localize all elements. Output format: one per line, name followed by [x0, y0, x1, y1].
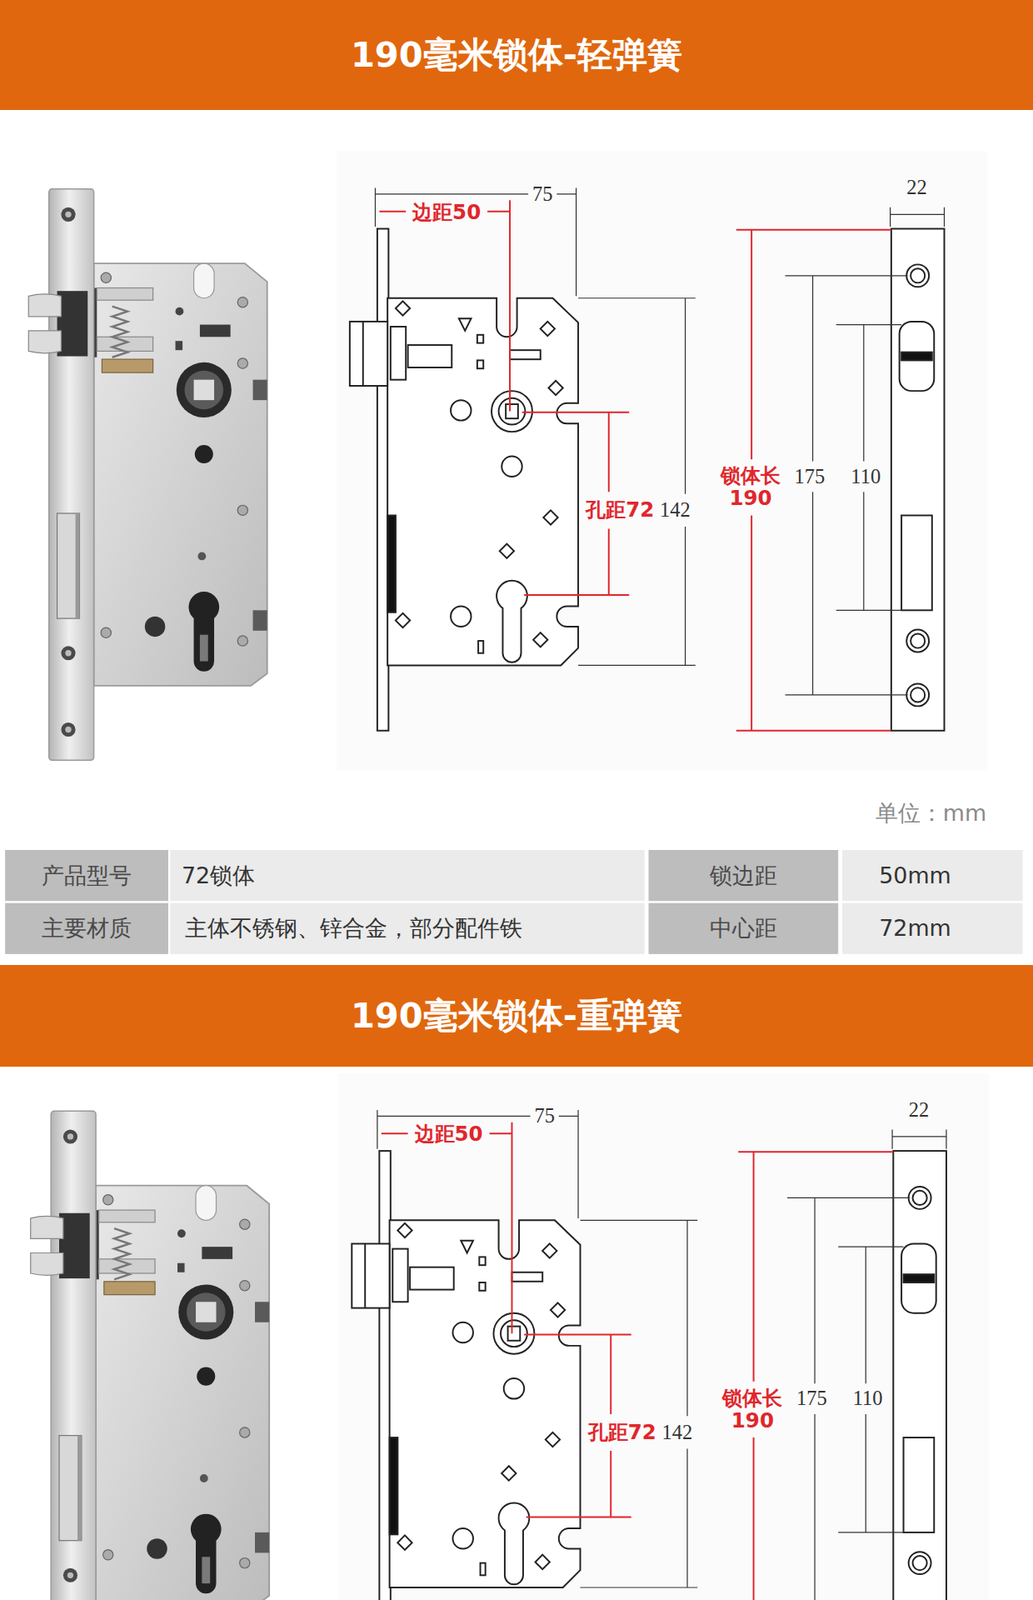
dimension-number: 175 [793, 464, 828, 489]
dimension-label: 边距50 [413, 1122, 485, 1147]
section-banner: 190毫米锁体-轻弹簧 [0, 0, 1033, 110]
dimension-number: 75 [530, 181, 554, 206]
dimension-number: 175 [794, 1386, 829, 1411]
table-header: 产品型号 [41, 863, 132, 889]
table-cell: 50mm [878, 863, 952, 889]
dimension-label: 锁体长 190 [717, 1386, 789, 1433]
table-header: 中心距 [709, 915, 778, 941]
unit-note: 单位：mm [873, 799, 989, 827]
table-header: 锁边距 [709, 863, 778, 889]
dimension-number: 110 [851, 1386, 885, 1411]
table-cell: 72锁体 [181, 863, 255, 889]
banner-title: 190毫米锁体-轻弹簧 [350, 31, 683, 79]
dimension-label: 孔距72 [586, 1419, 659, 1444]
banner-title: 190毫米锁体-重弹簧 [350, 992, 683, 1039]
dimension-label: 锁体长 190 [715, 464, 787, 511]
section-banner: 190毫米锁体-重弹簧 [0, 964, 1033, 1067]
dimension-number: 75 [532, 1103, 556, 1128]
table-cell: 主体不锈钢、锌合金，部分配件铁 [184, 915, 523, 941]
dimension-number: 110 [848, 464, 883, 489]
dimension-label: 孔距72 [583, 498, 656, 523]
dimension-number: 142 [658, 498, 693, 523]
lock-section-heavy [30, 1072, 990, 1600]
dimension-number: 22 [904, 175, 929, 200]
table-cell: 72mm [878, 915, 952, 941]
lock-section-light [28, 150, 988, 770]
table-header: 主要材质 [41, 915, 132, 941]
dimension-number: 22 [907, 1097, 931, 1122]
dimension-label: 边距50 [410, 199, 483, 225]
dimension-number: 142 [659, 1419, 694, 1444]
spec-table [4, 849, 1024, 954]
